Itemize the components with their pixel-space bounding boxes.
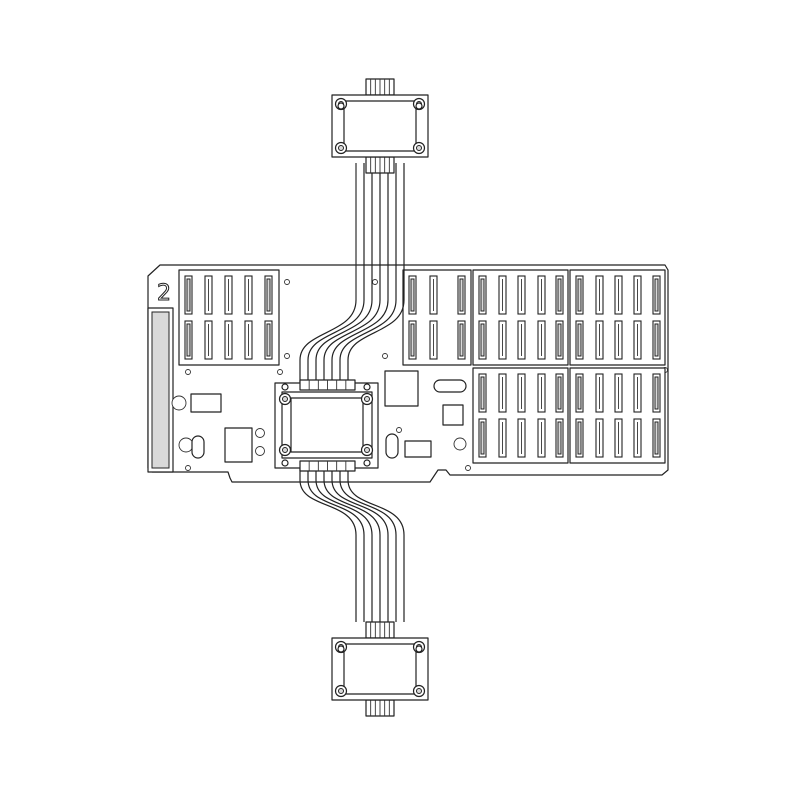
dimm-slot-latch xyxy=(577,278,582,312)
dimm-slot-latch xyxy=(410,278,415,312)
board-small-cap xyxy=(255,446,265,456)
board-large-hole xyxy=(453,437,467,451)
board-slot-oval xyxy=(191,435,205,459)
board-left-rail-shade xyxy=(151,311,170,469)
board-oval xyxy=(433,379,467,393)
board-large-hole xyxy=(171,395,187,411)
bottom-heatsink-module xyxy=(331,621,429,717)
board-chip xyxy=(442,404,464,426)
board-chip-large xyxy=(224,427,253,463)
dimm-slot-latch xyxy=(654,278,659,312)
heat-pipe-lower xyxy=(307,462,365,622)
screw-head xyxy=(416,145,422,151)
module-standoff xyxy=(415,102,423,110)
board-number-label: 2 xyxy=(157,281,171,306)
heat-pipe-upper xyxy=(331,163,389,385)
board-hole xyxy=(396,427,402,433)
screw-head xyxy=(364,396,370,402)
dimm-slot-latch xyxy=(577,323,582,357)
dimm-slot-latch xyxy=(480,421,485,455)
screw-head xyxy=(338,688,344,694)
heat-pipe-upper xyxy=(347,163,405,385)
dimm-slot-latch xyxy=(557,323,562,357)
dimm-slot-latch xyxy=(480,278,485,312)
board-hole xyxy=(382,353,388,359)
dimm-slot-latch xyxy=(480,376,485,410)
heat-pipe-lower xyxy=(347,462,405,622)
heat-pipe-lower xyxy=(331,462,389,622)
module-standoff xyxy=(363,383,371,391)
dimm-slot-latch xyxy=(266,278,271,312)
module-inner-plate xyxy=(343,100,417,152)
heat-pipe-lower xyxy=(299,462,357,622)
board-small-cap xyxy=(255,428,265,438)
screw-head xyxy=(338,145,344,151)
module-standoff xyxy=(337,102,345,110)
dimm-slot-latch xyxy=(557,421,562,455)
heat-pipe-upper xyxy=(339,163,397,385)
board-hole xyxy=(185,465,191,471)
dimm-slot-latch xyxy=(266,323,271,357)
board-slot-oval xyxy=(385,433,399,459)
dimm-slot-latch xyxy=(410,323,415,357)
dimm-slot-latch xyxy=(459,323,464,357)
dimm-slot-latch xyxy=(480,323,485,357)
heat-pipe-upper xyxy=(315,163,373,385)
dimm-slot-latch xyxy=(557,376,562,410)
dimm-slots xyxy=(184,275,661,458)
board-hole xyxy=(284,353,290,359)
dimm-slot-latch xyxy=(654,376,659,410)
heat-pipe-upper xyxy=(299,163,357,385)
board-chip-large xyxy=(384,370,419,407)
board-hole xyxy=(372,279,378,285)
dimm-slot-latch xyxy=(654,323,659,357)
module-inner-plate xyxy=(343,643,417,695)
heat-pipe-lower xyxy=(315,462,373,622)
module-inner-plate xyxy=(290,397,364,453)
screw-head xyxy=(416,688,422,694)
dimm-slot-latch xyxy=(654,421,659,455)
module-standoff xyxy=(281,459,289,467)
module-standoff xyxy=(281,383,289,391)
heat-pipe-upper xyxy=(323,163,381,385)
screw-head xyxy=(282,447,288,453)
board-chip xyxy=(190,393,222,413)
screw-head xyxy=(364,447,370,453)
dimm-slot-latch xyxy=(557,278,562,312)
module-standoff xyxy=(415,645,423,653)
heat-pipe-lower xyxy=(339,462,397,622)
top-heatsink-module xyxy=(331,78,429,174)
board-large-hole xyxy=(178,437,194,453)
dimm-slot-latch xyxy=(459,278,464,312)
module-standoff xyxy=(363,459,371,467)
board-hole xyxy=(277,369,283,375)
board-chip xyxy=(404,440,432,458)
dimm-slot-latch xyxy=(577,376,582,410)
dimm-slot-latch xyxy=(577,421,582,455)
dimm-slot-latch xyxy=(186,278,191,312)
module-standoff xyxy=(337,645,345,653)
heat-pipe-upper xyxy=(307,163,365,385)
screw-head xyxy=(282,396,288,402)
board-hole xyxy=(465,465,471,471)
board-hole xyxy=(284,279,290,285)
heat-pipes xyxy=(299,163,405,622)
board-hole xyxy=(185,369,191,375)
center-heatsink-module xyxy=(274,379,379,472)
dimm-slot-latch xyxy=(186,323,191,357)
heat-pipe-lower xyxy=(323,462,381,622)
